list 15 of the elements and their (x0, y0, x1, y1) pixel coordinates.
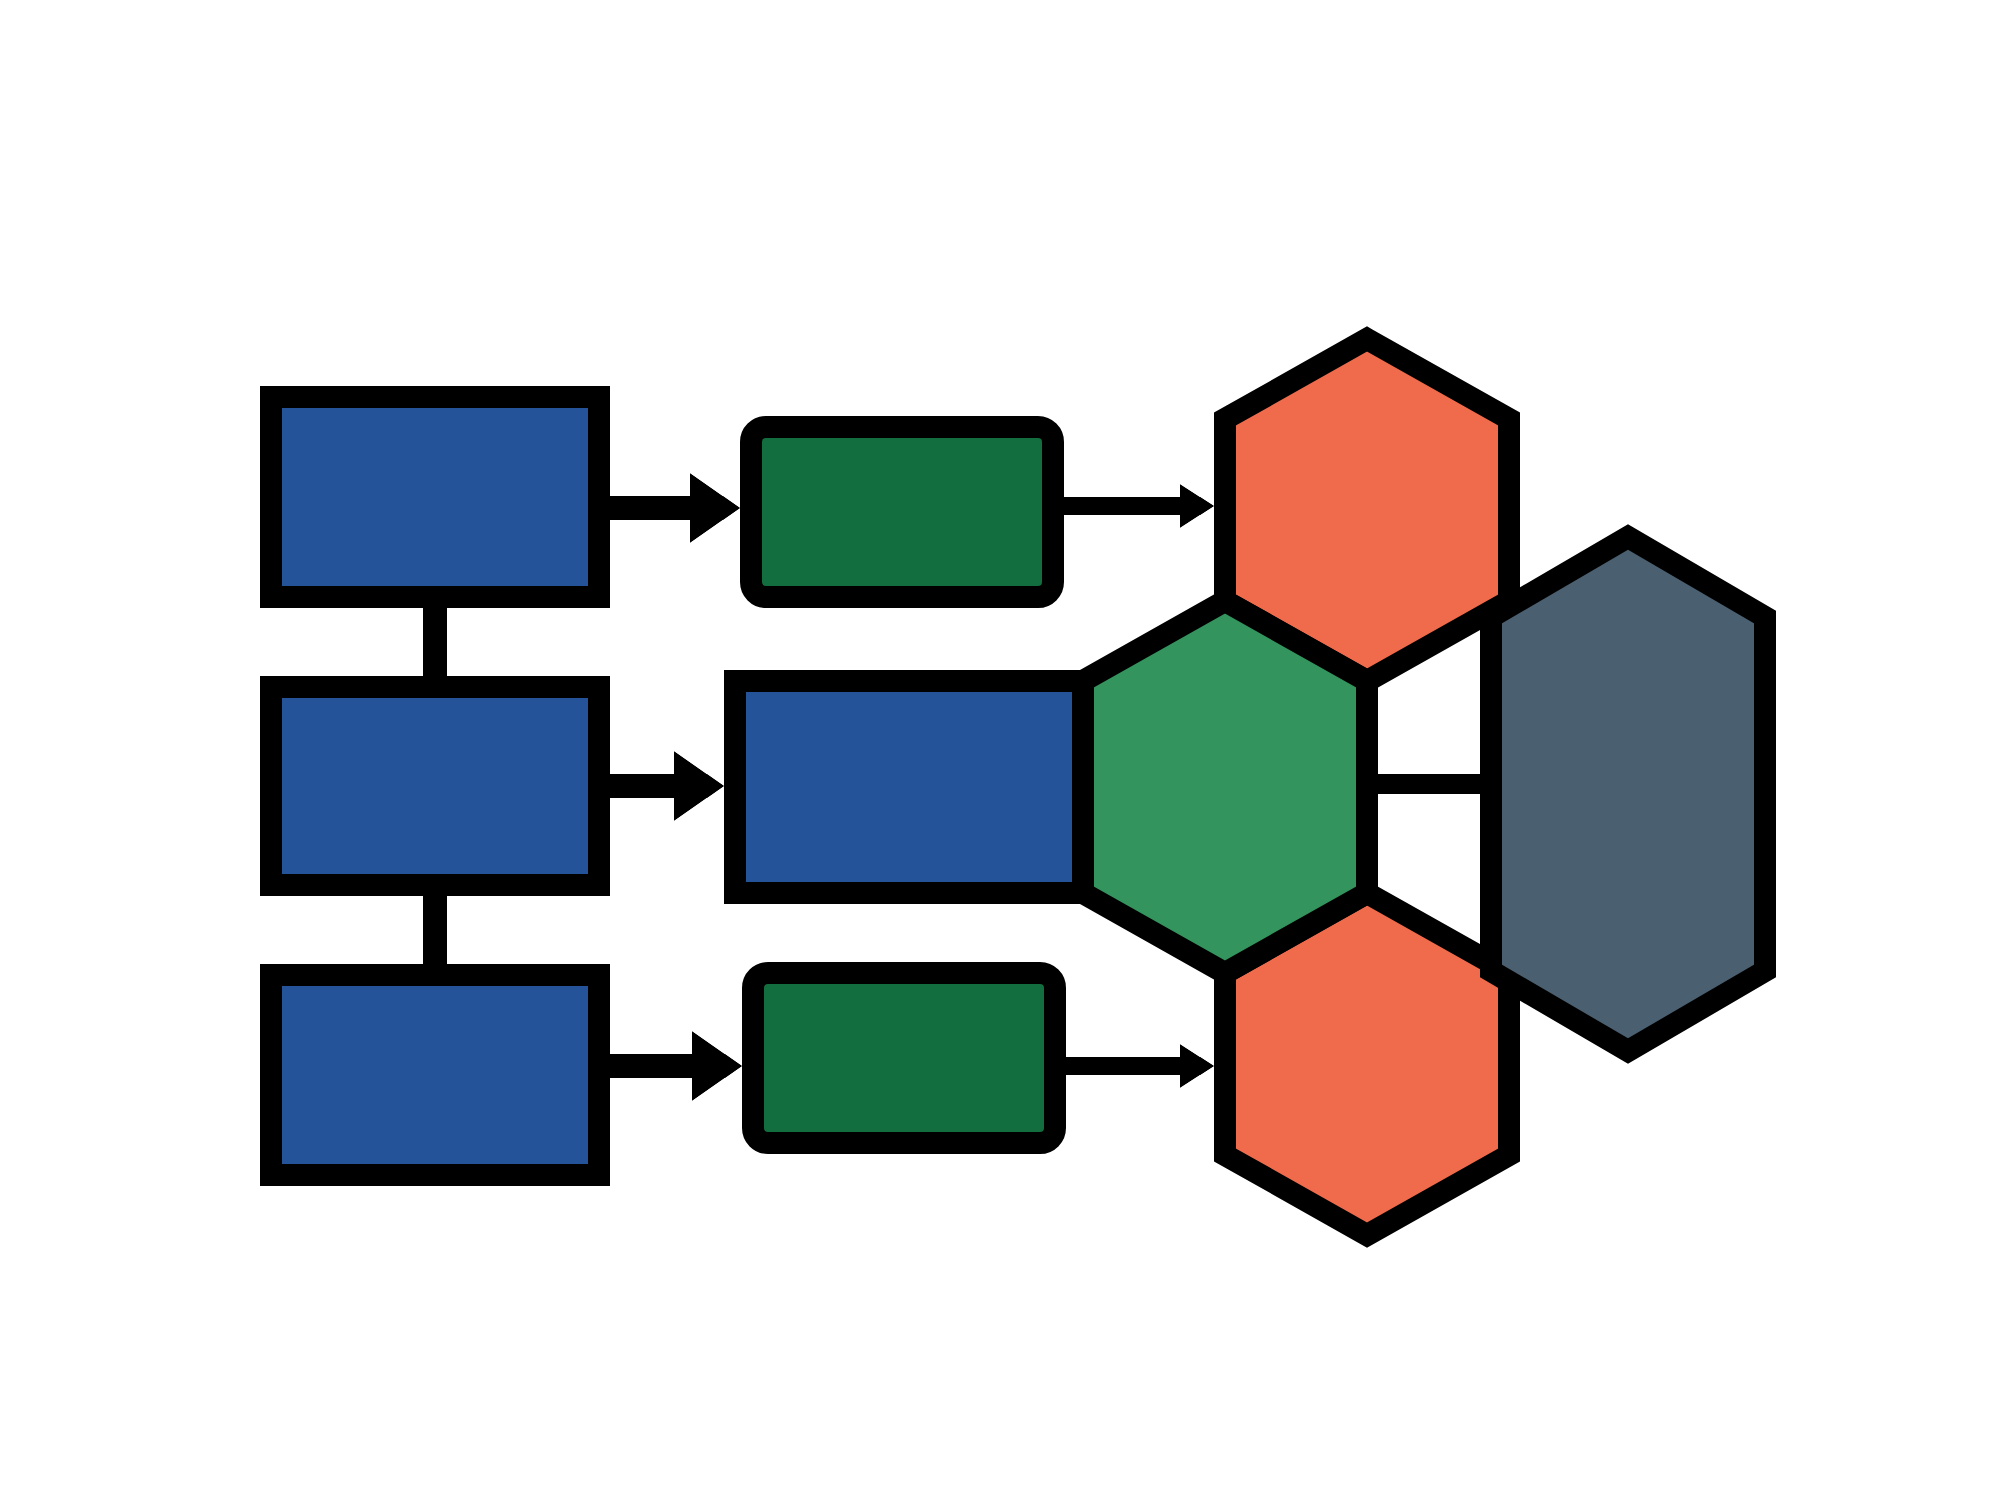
process-box (740, 416, 1064, 608)
process-box (260, 386, 610, 608)
hexagon (1480, 523, 1776, 1063)
process-box (260, 676, 610, 896)
connector-line (1378, 774, 1480, 794)
arrow (610, 1031, 742, 1101)
process-box (260, 964, 610, 1186)
arrow (610, 473, 740, 543)
process-box (742, 962, 1066, 1154)
connector-line (423, 896, 447, 964)
arrow (610, 751, 724, 821)
connector-line (423, 608, 447, 676)
arrow (1066, 1044, 1214, 1088)
hexagon (1214, 325, 1520, 693)
arrow (1064, 484, 1214, 528)
